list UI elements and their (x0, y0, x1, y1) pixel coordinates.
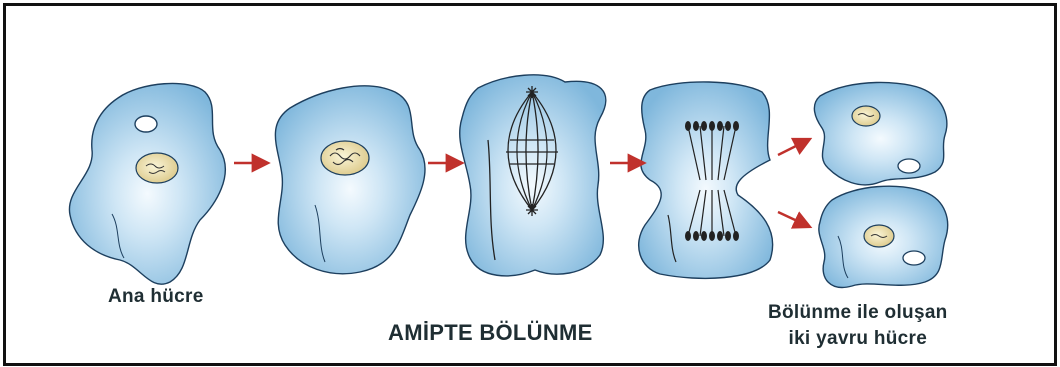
daughter-cells-label: Bölünme ile oluşan iki yavru hücre (768, 300, 948, 352)
daughter-cells-label-line1: Bölünme ile oluşan (768, 300, 948, 326)
diagram-title: AMİPTE BÖLÜNME (388, 320, 593, 346)
arrow-4 (778, 140, 808, 155)
cell-daughter-upper (814, 82, 946, 184)
daughter-cells-label-line2: iki yavru hücre (768, 326, 948, 352)
cell-daughter-lower (819, 186, 948, 287)
arrow-5 (778, 212, 808, 226)
cell-parent (69, 83, 225, 284)
cell-spindle-stage (460, 75, 606, 276)
parent-cell-label: Ana hücre (108, 286, 204, 308)
cell-cleaving-stage (639, 82, 773, 278)
cell-nucleus-stage (275, 86, 425, 274)
